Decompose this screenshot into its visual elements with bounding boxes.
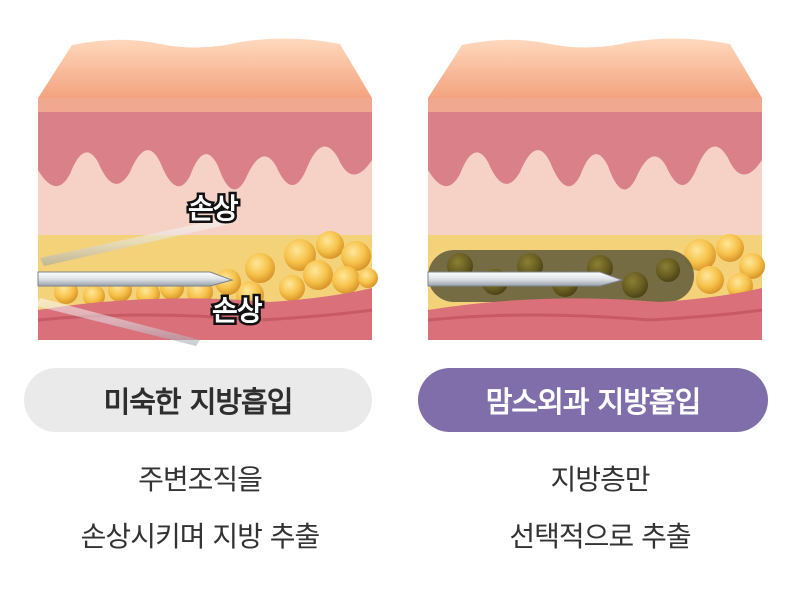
skin-layer-illustration [427, 38, 765, 340]
left-desc-line-1: 주변조직을 [138, 463, 263, 496]
cannula-needle-icon [37, 271, 234, 287]
damage-label-lower: 손상 [212, 294, 263, 327]
right-desc-line-1: 지방층만 [550, 463, 650, 496]
right-desc-line-2: 선택적으로 추출 [509, 520, 691, 553]
cannula-needle-icon [427, 271, 624, 287]
left-comparison-panel: 손상 손상 미숙한 지방흡입 주변조직을 손상시키며 지방 추출 [24, 38, 378, 553]
immature-liposuction-pill: 미숙한 지방흡입 [24, 368, 372, 432]
damage-label-upper: 손상 [188, 192, 239, 225]
right-comparison-panel: 맘스외과 지방흡입 지방층만 선택적으로 추출 [400, 0, 800, 600]
fat-cell-icon [54, 231, 378, 309]
skin-layer-illustration: 손상 손상 [36, 38, 378, 346]
left-desc-line-2: 손상시키며 지방 추출 [80, 520, 321, 553]
cannula-needle-icon [36, 218, 230, 346]
fat-cell-icon [684, 234, 765, 299]
momsclinic-liposuction-pill: 맘스외과 지방흡입 [418, 368, 768, 432]
